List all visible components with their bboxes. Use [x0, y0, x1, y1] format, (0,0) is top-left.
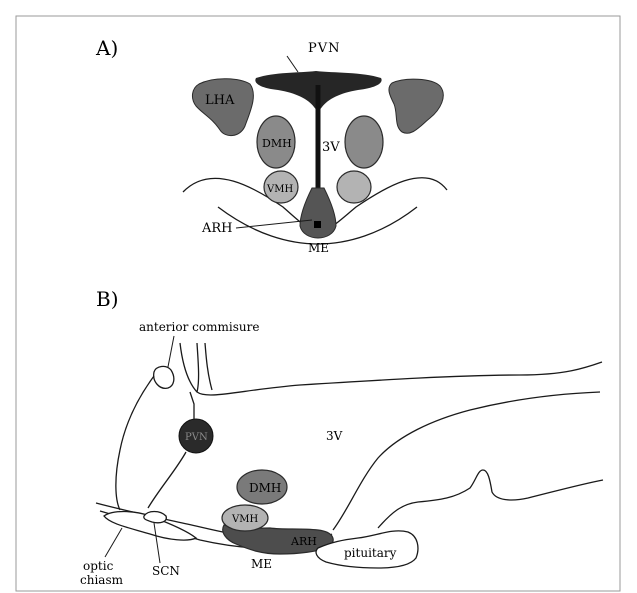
anterior-commisure-shape [154, 366, 174, 388]
dmh-right-shape [345, 116, 383, 168]
panel-b-label: B) [96, 287, 119, 311]
panel-a-label: A) [95, 36, 118, 60]
me-marker [314, 221, 321, 228]
arh-shape [300, 188, 336, 238]
arh-label: ARH [201, 221, 233, 236]
posterior-outline [333, 392, 600, 530]
pituitary-label: pituitary [344, 546, 397, 560]
optic-chiasm-label-line1: optic [83, 559, 114, 573]
mammillary-outline [378, 470, 603, 528]
lamina-line [116, 376, 154, 510]
me-label: ME [308, 241, 329, 255]
brain-upper-outline [180, 343, 602, 395]
lha-right-shape [389, 79, 443, 133]
arh-b-label: ARH [290, 535, 317, 548]
optic-chiasm-label-line2: chiasm [80, 573, 124, 587]
dmh-label: DMH [262, 137, 292, 150]
dmh-b-label: DMH [249, 481, 281, 495]
optic-chiasm-pointer [105, 528, 122, 557]
ventricle-wall-right [205, 343, 212, 390]
anterior-commisure-pointer [167, 336, 174, 372]
lha-label: LHA [205, 93, 235, 108]
fornix-line [190, 392, 194, 422]
anterior-commisure-label: anterior commisure [139, 320, 259, 334]
vmh-right-shape [337, 171, 371, 203]
pvn-stalk [148, 452, 186, 508]
vmh-b-label: VMH [231, 514, 258, 525]
panel-b: B) anterior commisure PVN 3V DMH ARH VMH… [80, 287, 603, 587]
me-b-label: ME [251, 557, 272, 571]
third-ventricle-b-label: 3V [326, 429, 343, 443]
pvn-b-label: PVN [185, 432, 208, 443]
pvn-pointer [287, 56, 298, 72]
ventricle-wall-left [197, 343, 199, 392]
third-ventricle-label: 3V [322, 140, 340, 155]
pvn-label: PVN [308, 41, 341, 56]
panel-a: A) PVN 3V LHA DMH VMH ARH ME [95, 36, 447, 255]
scn-label: SCN [152, 564, 180, 578]
vmh-label: VMH [266, 184, 293, 195]
